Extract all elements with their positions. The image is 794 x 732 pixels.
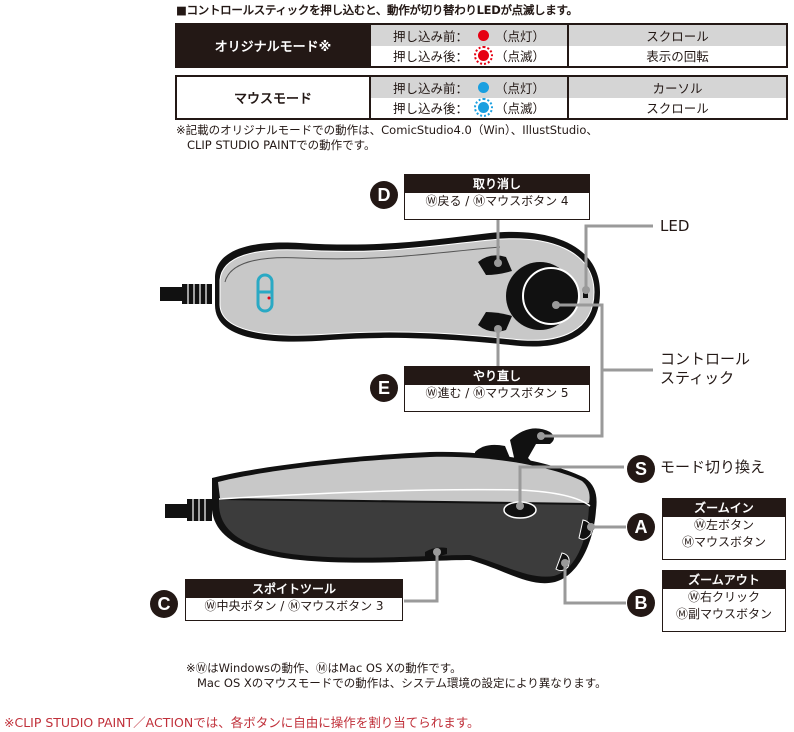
led-red-on-icon: [478, 29, 489, 41]
callout-desc: Ⓦ進む / Ⓜマウスボタン 5: [425, 386, 569, 400]
callout-desc: Ⓦ中央ボタン / Ⓜマウスボタン 3: [204, 599, 384, 613]
badge-s-icon: S: [627, 455, 655, 483]
device-side-view: [165, 428, 597, 584]
callout-zoom-out: ズームアウト Ⓦ右クリック Ⓜ副マウスボタン: [662, 570, 786, 632]
callout-desc: Ⓜマウスボタン: [681, 535, 766, 549]
badge-a-icon: A: [627, 513, 655, 541]
callout-title: やり直し: [405, 367, 589, 385]
os-legend-note: ※ⓌはWindowsの動作、ⓂはMac OS Xの動作です。 Mac OS Xの…: [186, 661, 607, 690]
clip-logo-icon: [256, 273, 274, 313]
state-before: 押し込み前： （点灯）: [371, 77, 567, 98]
callout-title: ズームアウト: [663, 571, 785, 589]
action-after: 表示の回転: [646, 49, 709, 65]
mode-name: オリジナルモード※: [177, 25, 371, 66]
callout-title: ズームイン: [663, 499, 785, 517]
action-before: スクロール: [569, 25, 786, 46]
original-mode-table: オリジナルモード※ 押し込み前： （点灯） 押し込み後： （点滅） スクロール …: [175, 23, 788, 68]
led-red-blink-icon: [474, 46, 493, 66]
customize-note: ※CLIP STUDIO PAINT／ACTIONでは、各ボタンに自由に操作を割…: [4, 715, 480, 730]
action-before: カーソル: [569, 77, 786, 98]
led-blue-blink-icon: [474, 98, 493, 118]
callout-redo: やり直し Ⓦ進む / Ⓜマウスボタン 5: [404, 366, 590, 412]
state-before: 押し込み前： （点灯）: [371, 25, 567, 46]
callout-zoom-in: ズームイン Ⓦ左ボタン Ⓜマウスボタン: [662, 498, 786, 560]
state-after: 押し込み後： （点滅）: [392, 98, 546, 118]
badge-b-icon: B: [627, 589, 655, 617]
callout-title: 取り消し: [405, 175, 589, 193]
badge-c-icon: C: [150, 590, 178, 618]
mode-switch-label: モード切り換え: [660, 458, 766, 476]
callout-desc: Ⓦ右クリック: [687, 590, 760, 604]
led-label: LED: [660, 217, 690, 235]
footnote-original-mode: ※記載のオリジナルモードでの動作は、ComicStudio4.0（Win）、Il…: [176, 123, 598, 152]
header-note: ■コントロールスティックを押し込むと、動作が切り替わりLEDが点滅します。: [176, 3, 578, 17]
mouse-mode-table: マウスモード 押し込み前： （点灯） 押し込み後： （点滅） カーソル スクロー…: [175, 75, 788, 120]
callout-title: スポイトツール: [186, 580, 402, 598]
callout-desc: Ⓜ副マウスボタン: [675, 607, 772, 621]
callout-eyedropper: スポイトツール Ⓦ中央ボタン / Ⓜマウスボタン 3: [185, 579, 403, 621]
control-stick-label: コントロール スティック: [660, 350, 751, 387]
callout-desc: Ⓦ左ボタン: [693, 518, 754, 532]
device-top-view: [160, 231, 600, 347]
led-blue-on-icon: [478, 81, 489, 93]
action-after: スクロール: [646, 101, 709, 117]
badge-e-icon: E: [370, 374, 398, 402]
state-after: 押し込み後： （点滅）: [392, 46, 546, 66]
badge-d-icon: D: [370, 181, 398, 209]
callout-desc: Ⓦ戻る / Ⓜマウスボタン 4: [425, 194, 569, 208]
callout-undo: 取り消し Ⓦ戻る / Ⓜマウスボタン 4: [404, 174, 590, 220]
leader-lines: [404, 219, 653, 605]
mode-name: マウスモード: [177, 77, 371, 118]
